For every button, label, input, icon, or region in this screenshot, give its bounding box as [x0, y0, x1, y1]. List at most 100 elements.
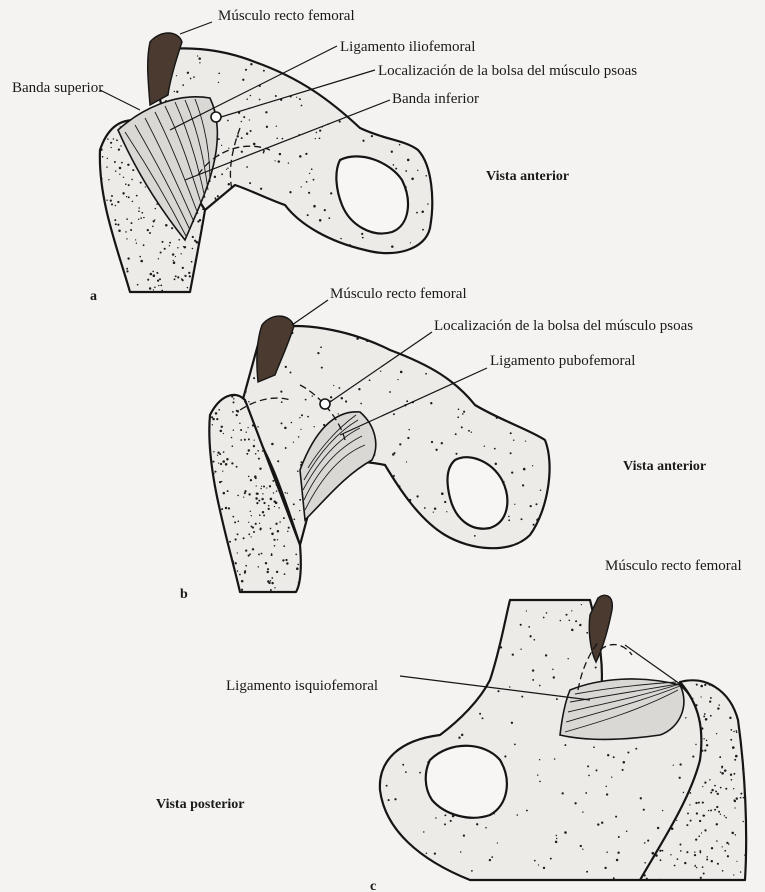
stipple-dot [258, 553, 260, 555]
stipple-dot [239, 423, 240, 424]
stipple-dot [277, 539, 278, 540]
stipple-dot [213, 451, 214, 452]
stipple-dot [147, 229, 149, 231]
stipple-dot [702, 802, 704, 804]
stipple-dot [248, 438, 250, 440]
stipple-dot [251, 515, 252, 516]
stipple-dot [174, 91, 175, 92]
stipple-dot [431, 441, 433, 443]
stipple-dot [119, 167, 122, 170]
stipple-dot [222, 470, 223, 471]
stipple-dot [259, 523, 260, 524]
stipple-dot [219, 453, 221, 455]
stipple-dot [724, 815, 725, 816]
stipple-dot [532, 679, 534, 681]
stipple-dot [257, 450, 259, 452]
stipple-dot [495, 463, 497, 465]
stipple-dot [446, 511, 447, 512]
stipple-dot [252, 527, 254, 529]
stipple-dot [339, 120, 341, 122]
stipple-dot [340, 238, 341, 239]
stipple-dot [701, 727, 703, 729]
stipple-dot [193, 76, 195, 78]
stipple-dot [399, 144, 401, 146]
stipple-dot [153, 274, 156, 277]
stipple-dot [710, 715, 712, 717]
stipple-dot [345, 400, 347, 402]
stipple-dot [419, 772, 421, 774]
stipple-dot [189, 275, 191, 277]
stipple-dot [734, 807, 735, 808]
stipple-dot [244, 570, 246, 572]
stipple-dot [158, 258, 159, 259]
stipple-dot [263, 152, 265, 154]
figure-c-pelvis [380, 600, 703, 880]
stipple-dot [710, 809, 712, 811]
stipple-dot [257, 426, 258, 427]
stipple-dot [724, 769, 727, 772]
stipple-dot [680, 850, 682, 852]
stipple-dot [616, 859, 619, 862]
stipple-dot [187, 287, 188, 288]
stipple-dot [273, 539, 275, 541]
stipple-dot [555, 841, 558, 844]
stipple-dot [740, 793, 742, 795]
stipple-dot [233, 401, 235, 403]
stipple-dot [538, 864, 539, 865]
stipple-dot [273, 492, 274, 493]
stipple-dot [606, 851, 608, 853]
stipple-dot [533, 524, 535, 526]
stipple-dot [300, 429, 301, 430]
stipple-dot [704, 749, 706, 751]
stipple-dot [596, 769, 598, 771]
stipple-dot [143, 217, 144, 218]
stipple-dot [285, 447, 287, 449]
stipple-dot [110, 142, 112, 144]
stipple-dot [524, 538, 526, 540]
stipple-dot [241, 121, 243, 123]
stipple-dot [243, 116, 245, 118]
stipple-dot [694, 854, 696, 856]
stipple-dot [725, 788, 727, 790]
stipple-dot [521, 518, 523, 520]
stipple-dot [536, 519, 538, 521]
stipple-dot [647, 840, 649, 842]
stipple-dot [253, 143, 256, 146]
stipple-dot [244, 390, 247, 393]
stipple-dot [721, 772, 724, 775]
stipple-dot [722, 846, 723, 847]
stipple-dot [141, 212, 143, 214]
stipple-dot [169, 242, 171, 244]
stipple-dot [119, 174, 120, 175]
stipple-dot [586, 632, 588, 634]
stipple-dot [287, 493, 288, 494]
stipple-dot [595, 666, 597, 668]
stipple-dot [137, 284, 139, 286]
stipple-dot [511, 722, 513, 724]
stipple-dot [228, 507, 230, 509]
stipple-dot [215, 412, 218, 415]
stipple-dot [623, 761, 626, 764]
stipple-dot [246, 453, 248, 455]
stipple-dot [308, 192, 310, 194]
stipple-dot [315, 138, 316, 139]
stipple-dot [711, 789, 713, 791]
stipple-dot [569, 620, 571, 622]
stipple-dot [176, 91, 178, 93]
stipple-dot [214, 176, 216, 178]
stipple-dot [314, 426, 315, 427]
stipple-dot [126, 218, 128, 220]
stipple-dot [248, 449, 250, 451]
stipple-dot [233, 429, 234, 430]
stipple-dot [245, 565, 247, 567]
stipple-dot [161, 290, 163, 292]
stipple-dot [539, 759, 540, 760]
stipple-dot [244, 492, 246, 494]
stipple-dot [474, 535, 476, 537]
stipple-dot [248, 476, 250, 478]
stipple-dot [731, 832, 734, 835]
stipple-dot [698, 802, 700, 804]
stipple-dot [537, 774, 538, 775]
stipple-dot [476, 823, 478, 825]
stipple-dot [422, 229, 424, 231]
